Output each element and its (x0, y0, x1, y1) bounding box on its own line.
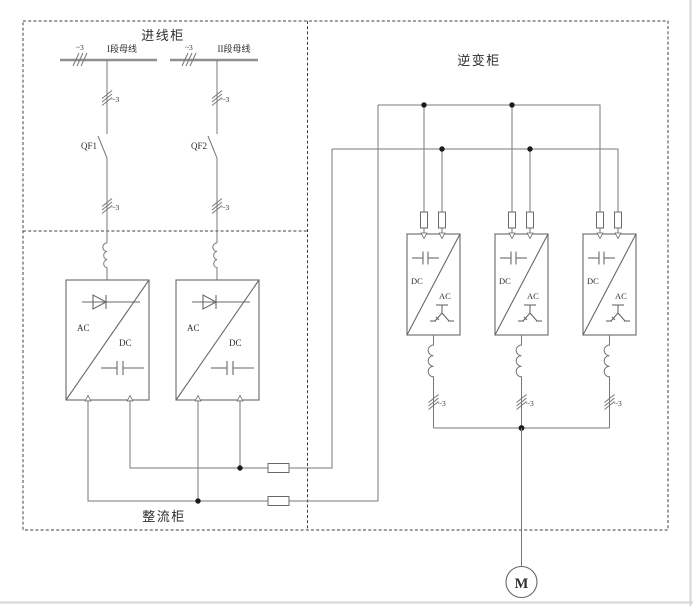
phase-mark-icon (101, 90, 113, 106)
inverter-cabinet-label: 逆变柜 (457, 53, 501, 68)
motor-label: M (515, 576, 529, 592)
igbt-icon (606, 304, 630, 322)
outer-border (22, 20, 669, 531)
fuse-leads (423, 228, 619, 234)
rectifier-cabinet-label: 整流柜 (142, 509, 186, 524)
inverter-outputs: ~3 ~3 ~3 M (427, 335, 622, 599)
busbar-1: ~3 I段母线 (60, 43, 157, 67)
terminal-arrow-icon (614, 232, 622, 240)
qf1-label: QF1 (81, 141, 97, 151)
fuse-icon (438, 211, 446, 229)
igbt-icon (518, 304, 542, 322)
reactor-coil-icon (212, 242, 218, 280)
cabinet-borders (22, 20, 669, 531)
igbt-icon (430, 304, 454, 322)
dc-pos-wire (129, 400, 268, 469)
output-reactor-icon (603, 335, 610, 428)
dc-side-label: DC (587, 276, 599, 286)
capacitor-icon (101, 361, 144, 375)
capacitor-icon (211, 361, 254, 375)
phase-mark-icon (181, 52, 197, 67)
phase-mark-icon (101, 198, 113, 214)
motor-icon (505, 565, 538, 599)
dc-side-label: DC (229, 338, 242, 348)
phase-mark-icon (604, 394, 615, 410)
phase-mark-icon (516, 394, 527, 410)
rectifier-module-1: AC DC (65, 279, 150, 402)
terminal-arrow-icon (596, 232, 604, 240)
phase-mark-label: ~3 (438, 399, 446, 408)
fuse-icon (508, 211, 516, 229)
junction-dot (421, 102, 427, 108)
junction-dot (237, 465, 243, 471)
dc-neg-wire (87, 400, 268, 502)
output-reactor-icon (427, 335, 434, 428)
phase-mark-icon (211, 90, 223, 106)
inverter-module-3: DC AC (582, 232, 637, 336)
dc-link (87, 105, 379, 506)
phase-mark-label: ~3 (76, 43, 84, 52)
diode-icon (82, 294, 140, 310)
output-reactor-icon (515, 335, 522, 428)
busbar-2: ~3 II段母线 (170, 43, 258, 67)
phase-mark-icon (72, 52, 88, 67)
dc-side-label: DC (499, 276, 511, 286)
qf2-breaker-icon (207, 135, 218, 159)
dc-side-label: DC (119, 338, 132, 348)
fuse-icon (526, 211, 534, 229)
dc-pos-riser (289, 149, 333, 469)
junction-dot (509, 102, 515, 108)
phase-mark-icon (211, 198, 223, 214)
junction-dot (439, 146, 445, 152)
dc-side-label: DC (411, 276, 423, 286)
junction-dot (195, 498, 201, 504)
qf1-breaker-icon (97, 135, 108, 159)
ac-side-label: AC (615, 291, 627, 301)
fuse-icon (614, 211, 622, 229)
busbar-2-label: II段母线 (218, 43, 251, 54)
qf2-label: QF2 (191, 141, 207, 151)
dc-neg-riser (289, 105, 379, 502)
capacitor-icon (588, 251, 615, 265)
fuse-icon (267, 496, 290, 506)
phase-mark-label: ~3 (112, 95, 120, 104)
lower-dc-bus (332, 148, 619, 212)
ac-side-label: AC (77, 323, 90, 333)
phase-mark-label: ~3 (526, 399, 534, 408)
terminal-arrow-icon (508, 232, 516, 240)
busbar-1-label: I段母线 (107, 43, 137, 54)
fuse-icon (267, 463, 290, 473)
ac-side-label: AC (187, 323, 200, 333)
phase-mark-label: ~3 (185, 43, 193, 52)
rectifier-module-2: AC DC (175, 279, 260, 402)
phase-mark-label: ~3 (222, 203, 230, 212)
feeder-2: ~3 QF2 ~3 (191, 60, 230, 280)
inverter-dc-buses (332, 102, 622, 234)
incoming-cabinet-label: 进线柜 (141, 28, 185, 43)
terminal-arrow-icon (420, 232, 428, 240)
ac-side-label: AC (439, 291, 451, 301)
dc-fuses (420, 211, 622, 229)
inverter-module-1: DC AC (406, 232, 461, 336)
feeder-1: ~3 QF1 ~3 (81, 60, 120, 280)
phase-mark-icon (428, 394, 439, 410)
terminal-arrow-icon (526, 232, 534, 240)
ac-side-label: AC (527, 291, 539, 301)
phase-mark-label: ~3 (112, 203, 120, 212)
capacitor-icon (500, 251, 527, 265)
fuse-icon (596, 211, 604, 229)
phase-mark-label: ~3 (222, 95, 230, 104)
reactor-coil-icon (102, 242, 108, 280)
capacitor-icon (412, 251, 439, 265)
fuse-icon (420, 211, 428, 229)
upper-dc-bus (378, 104, 601, 212)
inverter-module-2: DC AC (494, 232, 549, 336)
terminal-arrow-icon (438, 232, 446, 240)
phase-mark-label: ~3 (614, 399, 622, 408)
junction-dot (527, 146, 533, 152)
diode-icon (192, 294, 250, 310)
